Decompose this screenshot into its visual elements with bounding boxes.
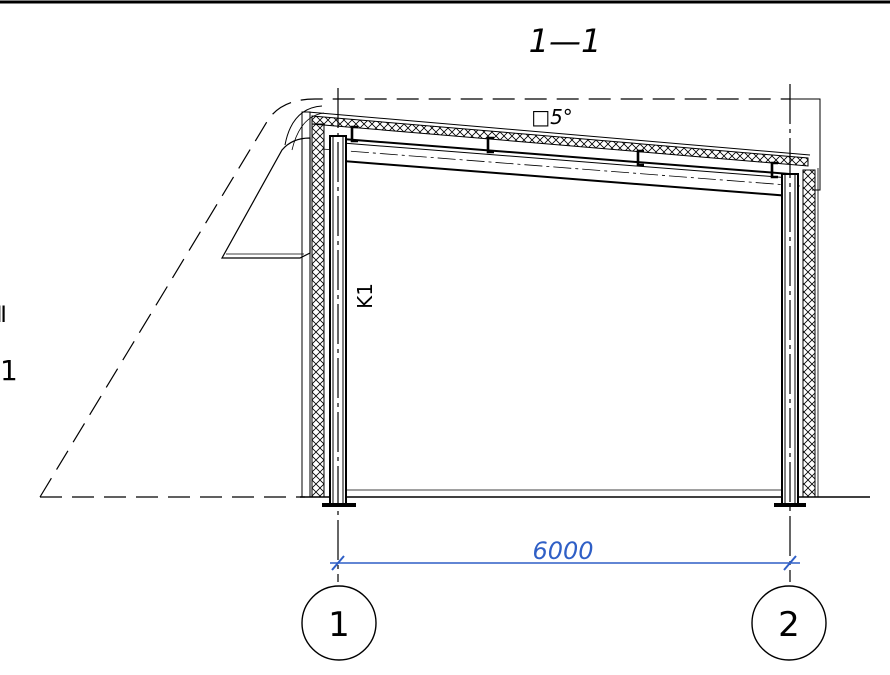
left-edge-mark-top: Ⅱ (0, 303, 7, 328)
grid-axis-label-1: 1 (328, 605, 350, 645)
grid-axis-bubble-1 (301, 585, 377, 661)
dimension-tick-right (783, 555, 797, 571)
dimension-value: 6000 (532, 537, 593, 565)
purlin-2 (486, 136, 494, 154)
grid-axis-bubble-2 (751, 585, 827, 661)
clearance-envelope (39, 98, 790, 498)
dimension-tick-left (331, 555, 345, 571)
roof-edge-right (790, 98, 821, 191)
purlin-4 (770, 161, 778, 179)
roof-beam-axis (321, 148, 801, 187)
section-title: 1—1 (529, 22, 602, 60)
purlin-1 (350, 125, 358, 143)
left-edge-mark-bottom: 1 (0, 354, 18, 387)
column-label: K1 (353, 283, 377, 309)
purlin-3 (636, 149, 644, 167)
roof-insulation (311, 115, 809, 167)
grid-axis-label-2: 2 (778, 605, 800, 645)
left-canopy (220, 137, 311, 259)
roof-top-line (307, 111, 811, 156)
purlins (350, 125, 778, 179)
left-gutter-curve (284, 105, 323, 146)
right-wall-insulation (802, 169, 816, 498)
roof-slope-label: □5° (531, 105, 573, 129)
roof-beam (329, 136, 791, 198)
left-wall-outer (301, 111, 311, 498)
left-wall-insulation (311, 123, 325, 498)
left-gutter-curve-inner (291, 112, 325, 151)
roof-beam-top-flange (329, 141, 791, 179)
